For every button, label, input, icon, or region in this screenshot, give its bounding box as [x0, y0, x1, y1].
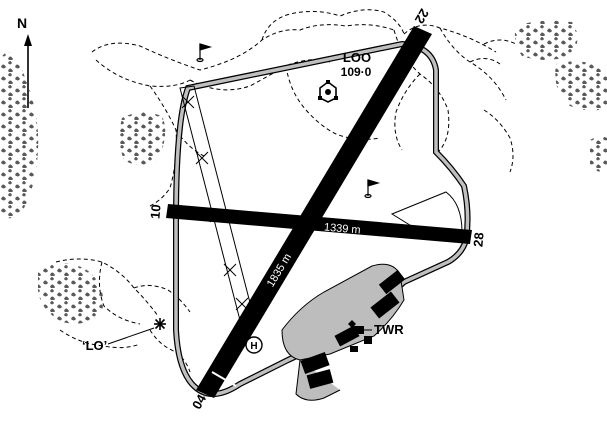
hangar — [300, 351, 330, 375]
woodland-far-east — [590, 136, 607, 173]
vor: LOO 109·0 — [318, 50, 372, 103]
north-arrow: N — [17, 15, 32, 108]
control-tower: TWR — [348, 320, 404, 337]
vor-ident: LOO — [343, 50, 371, 65]
building — [364, 336, 372, 344]
vor-symbol-icon — [318, 80, 338, 103]
woodland-northeast — [514, 20, 578, 61]
woodland-central-west — [119, 112, 166, 165]
perimeter-taxiway — [173, 40, 471, 397]
woodland-east — [555, 61, 607, 111]
building — [350, 346, 358, 352]
tower-label: TWR — [374, 322, 404, 337]
hangar — [370, 291, 400, 319]
windsock-flag-icon — [364, 179, 381, 199]
beacon-star-icon — [154, 318, 166, 330]
woodland-areas — [0, 20, 607, 324]
hangar — [306, 369, 334, 389]
hangar — [334, 325, 360, 347]
tower-symbol-icon — [348, 320, 356, 328]
north-label: N — [17, 15, 27, 31]
hangar — [378, 269, 406, 295]
north-arrow-head — [24, 34, 32, 46]
windsock-flag-icon — [196, 43, 213, 63]
vor-frequency: 109·0 — [341, 65, 372, 79]
runway-04-22 — [196, 26, 432, 398]
runway-end-28: 28 — [470, 232, 486, 248]
runway-end-22: 22 — [412, 6, 432, 26]
runway-10-28-length: 1339 m — [323, 221, 361, 236]
runway-end-10: 10 — [147, 204, 163, 220]
beacon-label: ‘LO’ — [82, 338, 107, 353]
woodland-southwest — [38, 263, 104, 324]
helipad-label: H — [250, 341, 257, 352]
runway-10-28 — [166, 204, 472, 244]
helipad-icon: H — [245, 336, 263, 354]
aerodrome-beacon: ‘LO’ — [82, 318, 166, 353]
